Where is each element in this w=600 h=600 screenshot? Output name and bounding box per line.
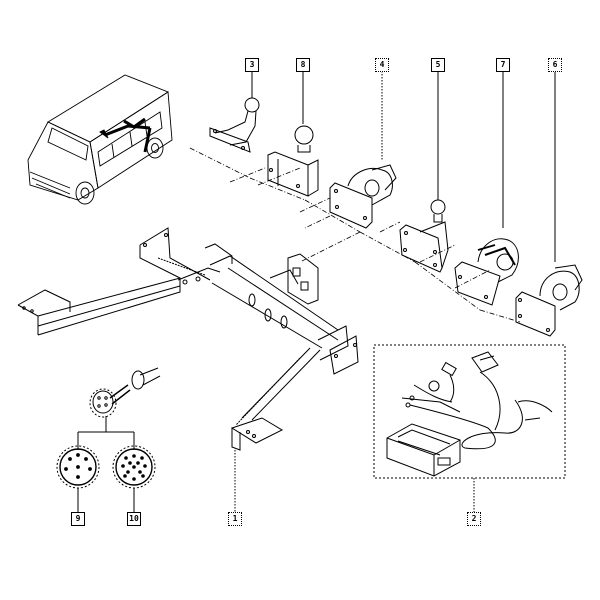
callout-9: 9	[71, 512, 85, 526]
assembly-dashdot-lines	[189, 147, 521, 323]
part-3-swan-neck-towball	[209, 97, 260, 153]
part-7-hook-jaw	[454, 238, 519, 306]
socket-13-pin-face	[112, 445, 156, 512]
callout-8: 8	[296, 58, 310, 72]
van-illustration	[27, 74, 173, 205]
leader-lines-top	[251, 71, 556, 262]
part-1-crossmember-frame	[17, 227, 359, 451]
callout-1: 1	[228, 512, 242, 526]
part-6-hook-jaw	[515, 264, 583, 337]
callout-10: 10	[127, 512, 141, 526]
callout-7: 7	[496, 58, 510, 72]
part-5-towball-plate	[399, 199, 449, 273]
socket-7-pin-face	[56, 445, 100, 512]
socket-connector	[77, 367, 161, 450]
callout-4: 4	[375, 58, 389, 72]
callout-2: 2	[467, 512, 481, 526]
part-8-flange-towball	[267, 125, 319, 197]
part-2-wiring-harness-kit	[373, 344, 566, 479]
part-4-tow-hook	[329, 164, 397, 229]
callout-6: 6	[548, 58, 562, 72]
callout-3: 3	[245, 58, 259, 72]
callout-5: 5	[431, 58, 445, 72]
